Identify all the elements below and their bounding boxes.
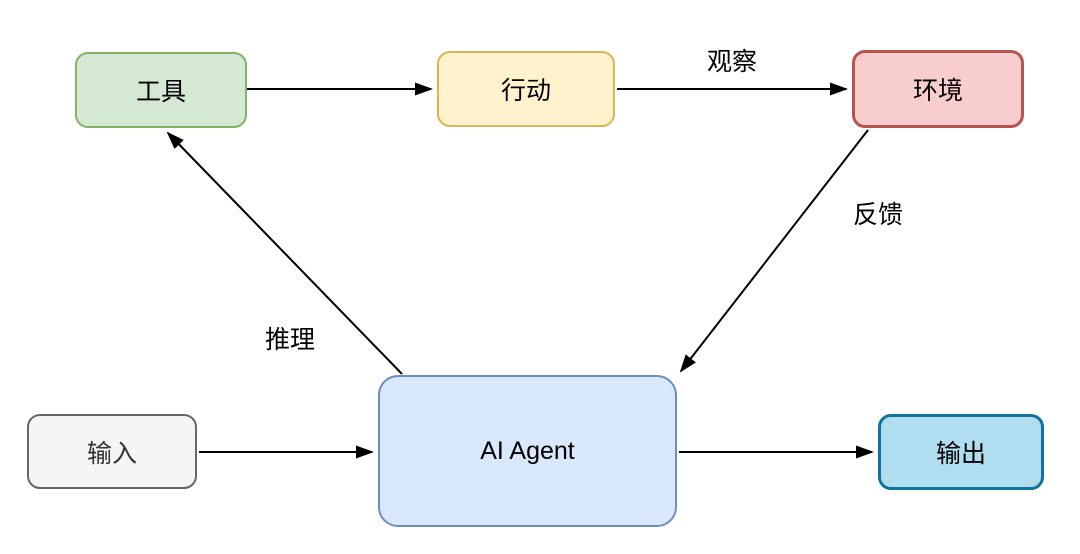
node-input-label: 输入 [86, 439, 137, 468]
node-environment: 环境 [852, 50, 1024, 128]
edge-environment-to-agent [679, 129, 869, 373]
node-output: 输出 [878, 414, 1044, 490]
node-tools: 工具 [75, 52, 247, 128]
edge-label-feedback: 反馈 [850, 195, 906, 231]
node-ai-agent-label: AI Agent [480, 436, 575, 465]
edge-label-observation: 观察 [704, 42, 760, 78]
node-output-label: 输出 [935, 440, 986, 468]
node-tools-label: 工具 [135, 78, 186, 106]
edge-label-reasoning: 推理 [262, 320, 318, 356]
node-action-label: 行动 [500, 77, 551, 105]
node-action: 行动 [437, 51, 615, 127]
node-input: 输入 [27, 414, 197, 489]
node-environment-label: 环境 [912, 77, 963, 105]
node-ai-agent: AI Agent [378, 375, 677, 527]
